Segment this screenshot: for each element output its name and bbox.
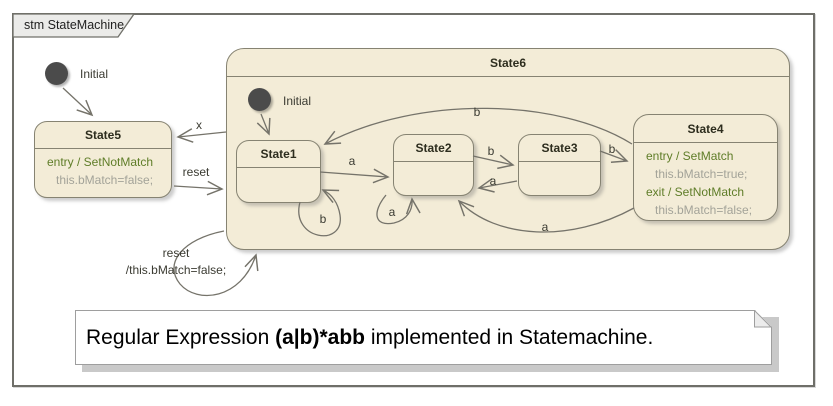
diagram-frame bbox=[12, 13, 815, 387]
state-title: State5 bbox=[35, 122, 171, 149]
initial-node[interactable] bbox=[45, 62, 68, 85]
note-text-regex: (a|b)*abb bbox=[275, 325, 365, 349]
transition-reset-self-label-line1: reset bbox=[162, 246, 190, 260]
state-state1[interactable]: State1 bbox=[236, 140, 321, 203]
state-title: State1 bbox=[237, 141, 320, 168]
transition-b-s1self-label[interactable]: b bbox=[319, 212, 327, 226]
state-state6[interactable]: State6 Initial State1 State2 State3 Stat… bbox=[226, 48, 790, 250]
entry-action: entry / SetNotMatch bbox=[47, 155, 154, 169]
state-title: State3 bbox=[519, 135, 600, 162]
note[interactable]: Regular Expression (a|b)*abb implemented… bbox=[75, 310, 772, 365]
state-title: State4 bbox=[634, 115, 777, 143]
entry-action: entry / SetMatch bbox=[646, 149, 734, 163]
note-dogear-icon bbox=[754, 310, 772, 328]
initial-node[interactable] bbox=[248, 88, 271, 111]
initial-label: Initial bbox=[283, 94, 312, 108]
initial-label: Initial bbox=[80, 67, 109, 81]
note-text-prefix: Regular Expression bbox=[86, 325, 276, 349]
transition-a-s1s2-label[interactable]: a bbox=[348, 154, 356, 168]
transition-reset-self-label[interactable]: reset /this.bMatch=false; bbox=[106, 245, 246, 279]
note-text-suffix: implemented in Statemachine. bbox=[364, 325, 654, 349]
state-state5[interactable]: State5 entry / SetNotMatch this.bMatch=f… bbox=[34, 121, 172, 198]
transition-a-s2self-label[interactable]: a bbox=[388, 205, 396, 219]
transition-b-s3s4-label[interactable]: b bbox=[608, 142, 616, 156]
entry-action-code: this.bMatch=false; bbox=[56, 173, 154, 187]
transition-x-label[interactable]: x bbox=[196, 118, 202, 132]
state-title: State6 bbox=[227, 49, 789, 77]
state-state2[interactable]: State2 bbox=[393, 134, 474, 196]
state-title: State2 bbox=[394, 135, 473, 162]
exit-action: exit / SetNotMatch bbox=[646, 185, 745, 199]
state-state4[interactable]: State4 entry / SetMatch this.bMatch=true… bbox=[633, 114, 778, 221]
exit-action-code: this.bMatch=false; bbox=[655, 203, 753, 217]
note-text: Regular Expression (a|b)*abb implemented… bbox=[76, 326, 653, 350]
state-state3[interactable]: State3 bbox=[518, 134, 601, 196]
transition-a-s3s2-label[interactable]: a bbox=[489, 174, 497, 188]
entry-action-code: this.bMatch=true; bbox=[655, 167, 748, 181]
transition-a-s4s2-label[interactable]: a bbox=[541, 220, 549, 234]
frame-tab-label: stm StateMachine bbox=[24, 18, 125, 32]
transition-b-s4s1-label[interactable]: b bbox=[473, 105, 481, 119]
transition-reset-self-label-line2: /this.bMatch=false; bbox=[125, 263, 227, 277]
transition-reset-label[interactable]: reset bbox=[182, 165, 210, 179]
transition-b-s2s3-label[interactable]: b bbox=[487, 144, 495, 158]
